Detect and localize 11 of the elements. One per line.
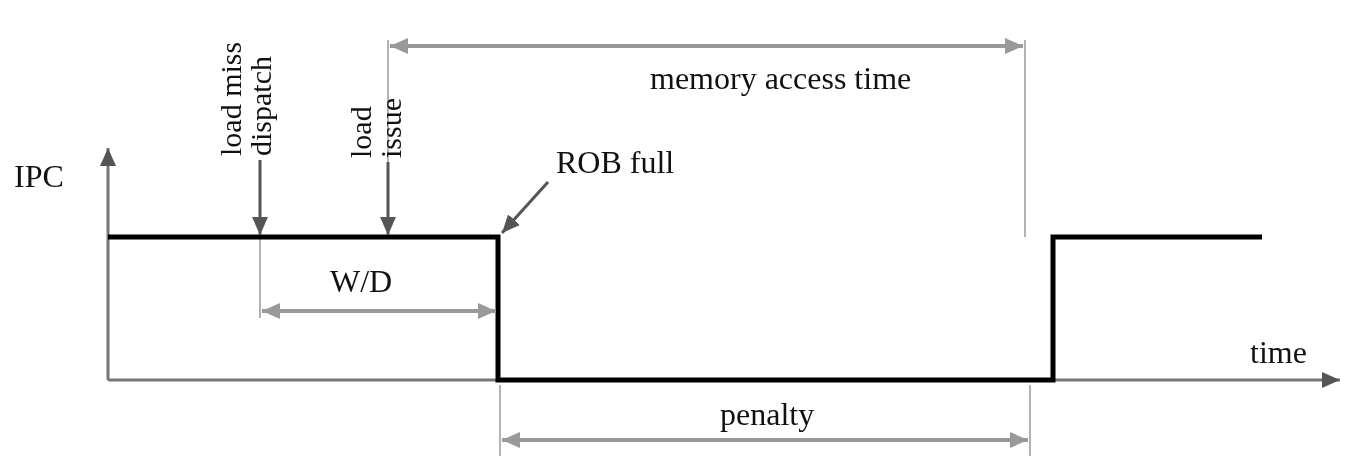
- dimension-label: memory access time: [650, 62, 912, 94]
- dimension-label: W/D: [330, 265, 393, 297]
- axis-label: IPC: [14, 160, 64, 192]
- event-label: load miss dispatch: [216, 6, 276, 156]
- event-label: ROB full: [556, 146, 675, 178]
- event-label: load issue: [346, 58, 406, 158]
- axis-label: time: [1250, 336, 1307, 368]
- leader-arrow: [252, 160, 268, 235]
- leader-arrow: [500, 181, 550, 234]
- leader-arrow: [380, 162, 396, 235]
- dimension-label: penalty: [720, 398, 815, 430]
